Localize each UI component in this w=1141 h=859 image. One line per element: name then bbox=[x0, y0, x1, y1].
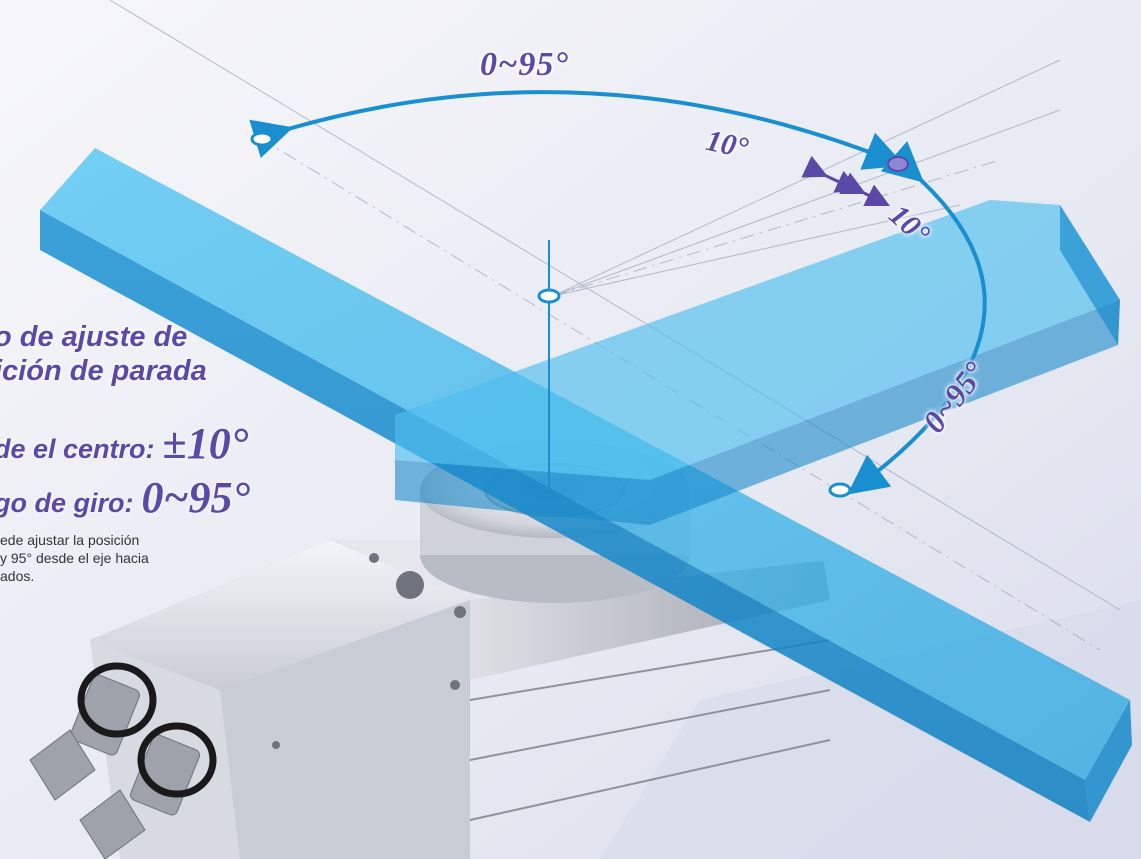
center-adjust-label: de el centro: bbox=[0, 434, 155, 464]
top-range-arrow bbox=[249, 90, 905, 170]
blue-bar-reference bbox=[395, 200, 1120, 525]
center-adjust-value: ±10° bbox=[162, 419, 249, 468]
rotation-range-value: 0~95° bbox=[141, 473, 251, 522]
pivot-points bbox=[250, 131, 909, 498]
description: ede ajustar la posición y 95° desde el e… bbox=[0, 531, 262, 585]
description-line-3: ados. bbox=[0, 568, 35, 584]
ten-degree-arrows bbox=[801, 155, 891, 207]
center-adjust-spec: de el centro:±10° bbox=[0, 418, 248, 469]
rotation-range-label: go de giro: bbox=[0, 488, 134, 518]
headline-line-2: ición de parada bbox=[0, 355, 207, 387]
description-line-1: ede ajustar la posición bbox=[0, 532, 140, 548]
side-range-arrow bbox=[847, 141, 987, 495]
headline: o de ajuste de ición de parada bbox=[0, 320, 207, 388]
headline-line-1: o de ajuste de bbox=[0, 321, 188, 353]
top-range-label: 0~95° bbox=[480, 46, 569, 83]
rotation-range-spec: go de giro:0~95° bbox=[0, 472, 250, 523]
description-line-2: y 95° desde el eje hacia bbox=[0, 550, 149, 566]
